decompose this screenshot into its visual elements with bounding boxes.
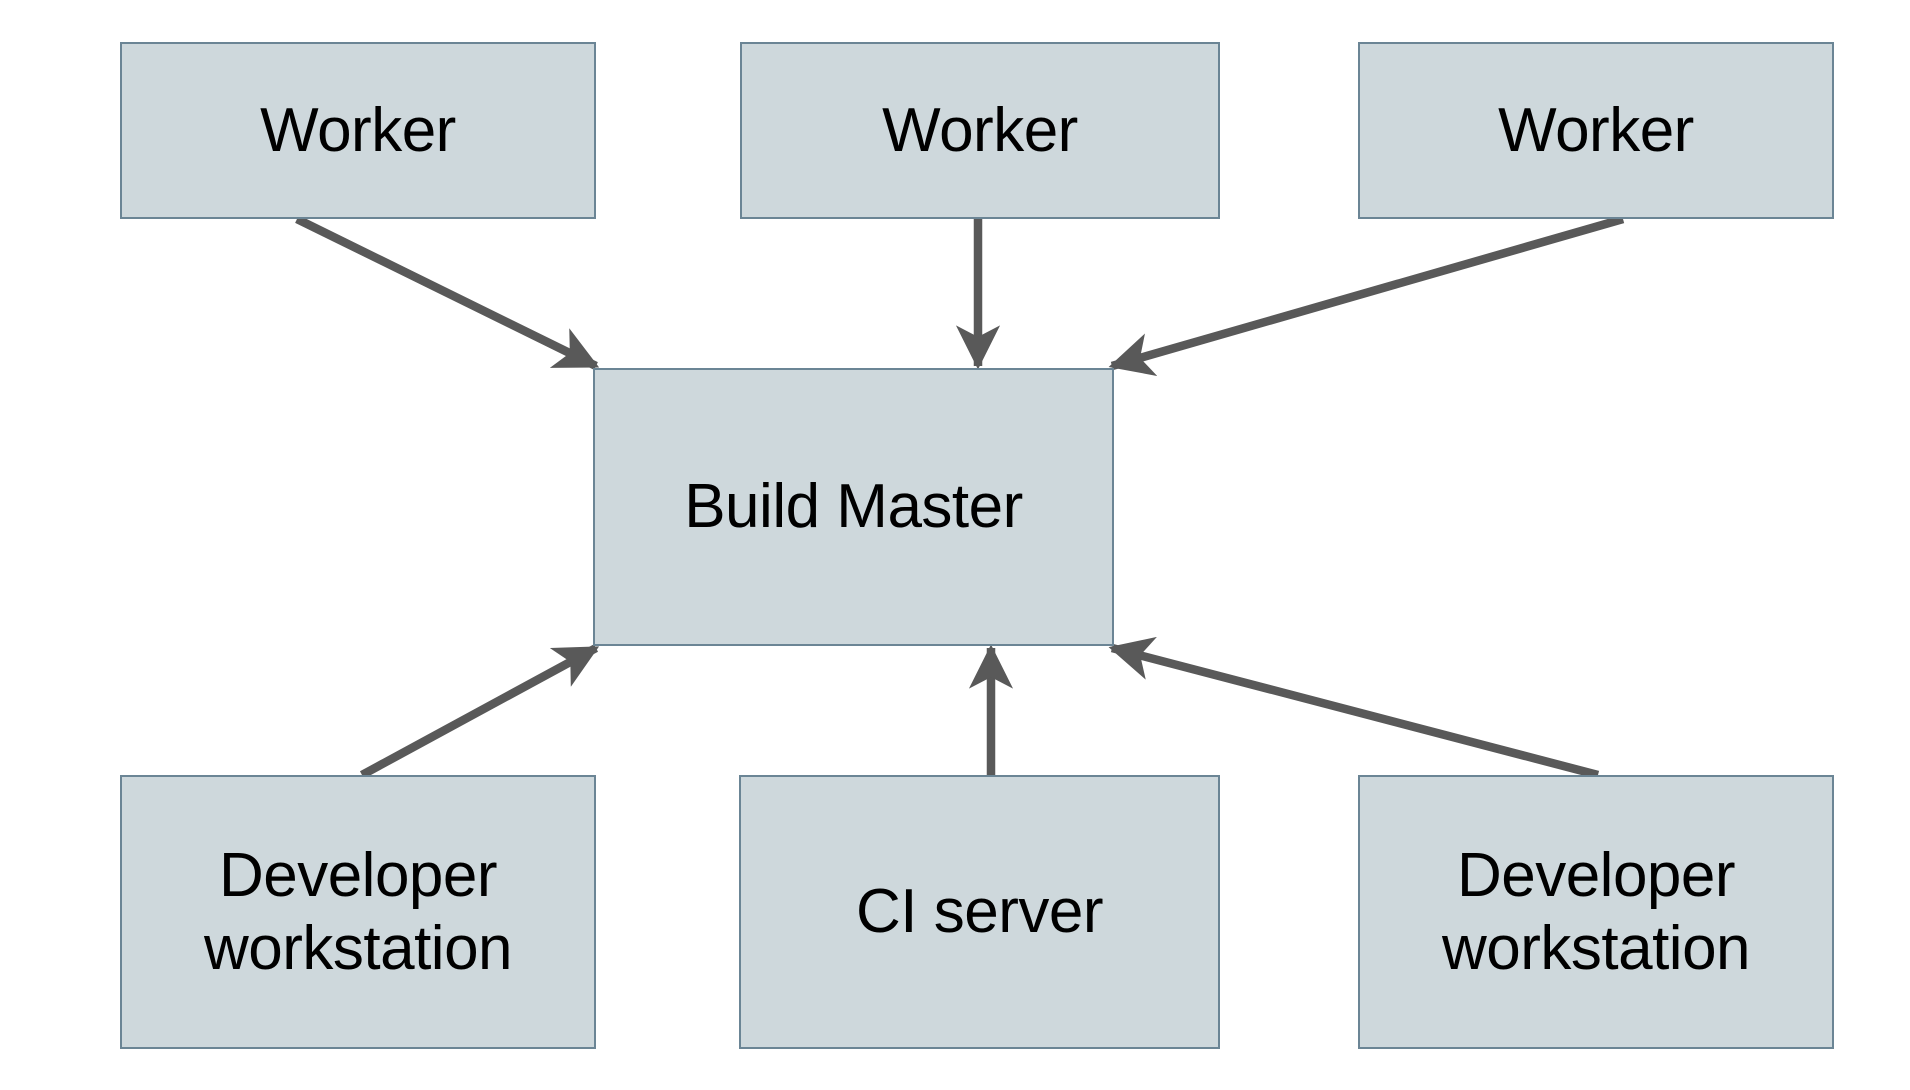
node-developer-workstation-right-label: Developer workstation	[1441, 840, 1751, 983]
node-ci-server[interactable]: CI server	[739, 775, 1220, 1049]
node-developer-workstation-left-label: Developer workstation	[203, 840, 513, 983]
edge-worker-right-to-master	[1108, 214, 1625, 376]
edge-worker-left-to-master	[295, 215, 600, 370]
node-ci-server-label: CI server	[856, 877, 1103, 947]
node-build-master[interactable]: Build Master	[593, 368, 1114, 646]
node-worker-left-label: Worker	[260, 95, 456, 165]
node-developer-workstation-left[interactable]: Developer workstation	[120, 775, 596, 1049]
node-worker-left[interactable]: Worker	[120, 42, 596, 219]
node-worker-center[interactable]: Worker	[740, 42, 1220, 219]
node-build-master-label: Build Master	[684, 472, 1023, 542]
node-worker-center-label: Worker	[882, 95, 1078, 165]
node-developer-workstation-right[interactable]: Developer workstation	[1358, 775, 1834, 1049]
edge-dev-left-to-master	[359, 644, 600, 779]
node-worker-right[interactable]: Worker	[1358, 42, 1834, 219]
edge-dev-right-to-master	[1108, 636, 1600, 780]
node-worker-right-label: Worker	[1498, 95, 1694, 165]
